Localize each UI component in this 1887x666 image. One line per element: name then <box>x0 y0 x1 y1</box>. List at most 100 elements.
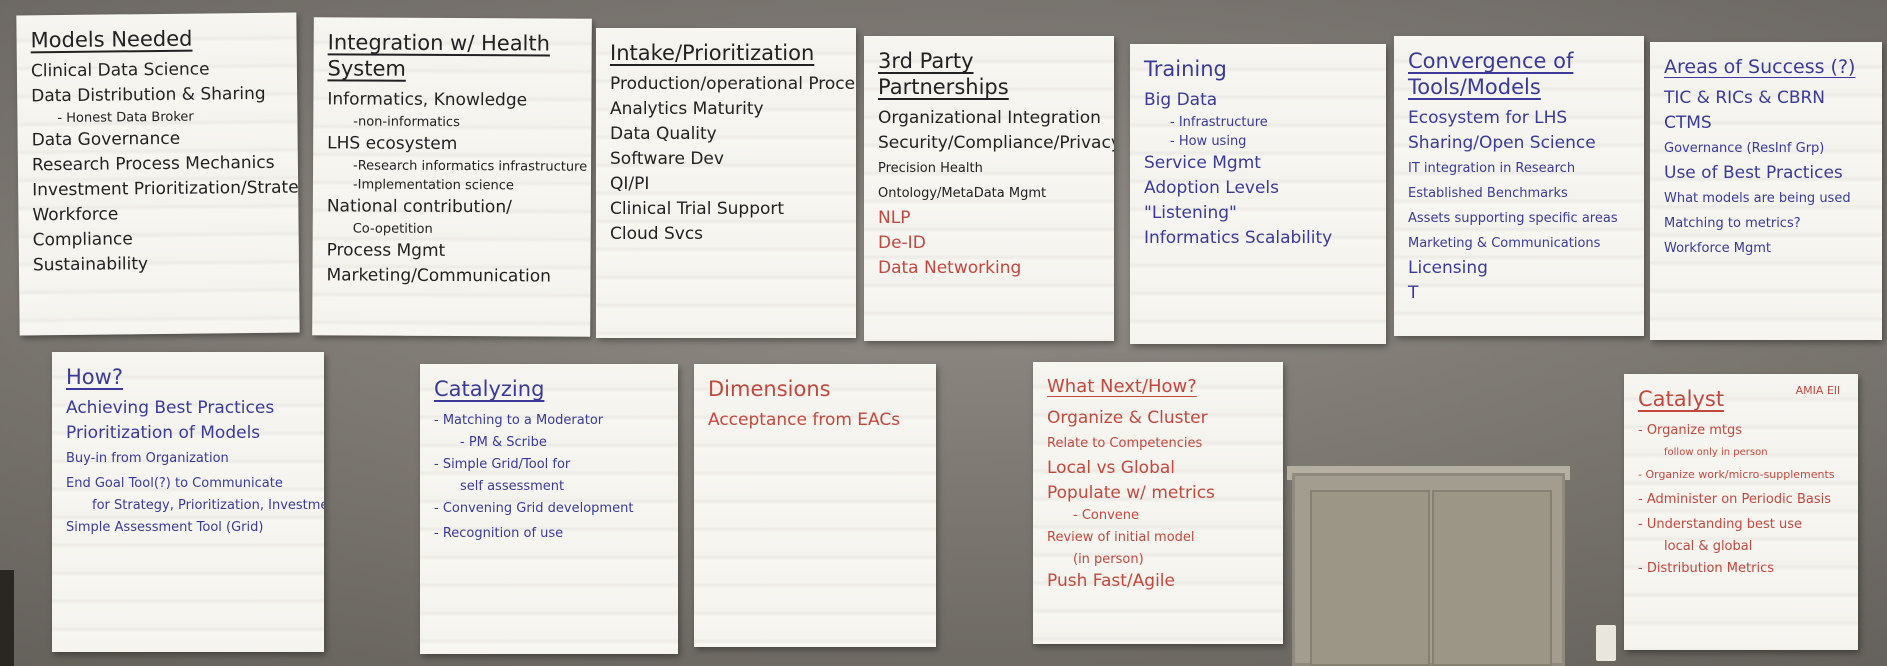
list-item: Prioritization of Models <box>66 423 261 443</box>
list-item: Production/operational Processes <box>610 74 856 94</box>
list-item: -Implementation science <box>352 177 514 194</box>
list-item: Process Mgmt <box>326 240 446 261</box>
cabinet-door-left <box>1310 490 1430 666</box>
list-item: T <box>1408 283 1419 303</box>
list-item: self assessment <box>460 479 565 494</box>
list-item: TIC & RICs & CBRN <box>1664 88 1826 108</box>
list-item: - Infrastructure <box>1170 115 1268 130</box>
sheet-dimensions: Dimensions Acceptance from EACs <box>694 364 936 647</box>
sheet-title: 3rd Party Partnerships <box>878 49 1009 99</box>
list-item: Adoption Levels <box>1144 178 1280 198</box>
corner-note: AMIA Ell <box>1795 384 1840 397</box>
list-item: Review of initial model <box>1047 530 1195 545</box>
sheet-title: Catalyst <box>1638 387 1725 411</box>
list-item: Clinical Trial Support <box>610 199 785 219</box>
list-item: Research Process Mechanics <box>31 152 275 176</box>
sheet-areas-of-success: Areas of Success (?) TIC & RICs & CBRN C… <box>1650 42 1882 340</box>
sheet-title: Intake/Prioritization <box>610 41 815 65</box>
list-item: Co-opetition <box>352 221 433 237</box>
item-list: - Matching to a Moderator - PM & Scribe … <box>434 408 664 546</box>
sheet-convergence: Convergence of Tools/Models Ecosystem fo… <box>1394 36 1644 336</box>
list-item: Informatics, Knowledge <box>327 89 528 111</box>
list-item: - Understanding best use <box>1638 517 1802 532</box>
list-item: Data Distribution & Sharing <box>31 83 266 107</box>
list-item: Sustainability <box>32 254 149 276</box>
item-list: Production/operational Processes Analyti… <box>610 72 856 247</box>
sheet-integration: Integration w/ Health System Informatics… <box>312 17 592 337</box>
list-item: Security/Compliance/Privacy <box>878 133 1114 153</box>
item-list: Big Data - Infrastructure - How using Se… <box>1144 88 1372 251</box>
item-list: Organizational Integration Security/Comp… <box>878 106 1114 281</box>
list-item: NLP <box>878 208 911 228</box>
item-list: Informatics, Knowledge -non-informatics … <box>326 87 587 289</box>
list-item: - Convene <box>1073 508 1140 523</box>
list-item: Service Mgmt <box>1144 153 1261 173</box>
list-item: Marketing/Communication <box>326 265 551 287</box>
list-item: Assets supporting specific areas <box>1408 211 1618 226</box>
list-item: follow only in person <box>1664 447 1768 458</box>
sheet-title: Catalyzing <box>434 377 545 401</box>
list-item: Analytics Maturity <box>610 99 764 119</box>
list-item: - Honest Data Broker <box>57 109 194 127</box>
list-item: for Strategy, Prioritization, Investment <box>92 498 324 513</box>
list-item: "Listening" <box>1144 203 1237 223</box>
item-list: Clinical Data Science Data Distribution … <box>30 57 300 279</box>
wall-outlet <box>1596 625 1616 661</box>
list-item: Use of Best Practices <box>1664 163 1843 183</box>
list-item: Clinical Data Science <box>30 59 210 82</box>
list-item: - Organize work/micro-supplements <box>1638 468 1835 481</box>
list-item: Push Fast/Agile <box>1047 571 1175 591</box>
list-item: Local vs Global <box>1047 458 1176 478</box>
list-item: - Matching to a Moderator <box>434 413 604 428</box>
list-item: Ontology/MetaData Mgmt <box>878 186 1047 201</box>
list-item: Precision Health <box>878 161 983 176</box>
item-list: - Organize mtgs follow only in person - … <box>1638 418 1844 581</box>
list-item: Investment Prioritization/Strategy <box>32 177 300 201</box>
sheet-third-party: 3rd Party Partnerships Organizational In… <box>864 36 1114 341</box>
item-list: Ecosystem for LHS Sharing/Open Science I… <box>1408 106 1630 306</box>
list-item: Workforce <box>32 204 119 226</box>
list-item: Simple Assessment Tool (Grid) <box>66 520 264 535</box>
list-item: Buy-in from Organization <box>66 451 229 466</box>
sheet-title: Integration w/ Health System <box>327 30 551 81</box>
sheet-title: Dimensions <box>708 377 831 401</box>
list-item: Workforce Mgmt <box>1664 241 1772 256</box>
list-item: Established Benchmarks <box>1408 186 1568 201</box>
list-item: local & global <box>1664 539 1753 554</box>
sheet-title: Models Needed <box>30 26 193 53</box>
list-item: LHS ecosystem <box>327 133 458 155</box>
list-item: (in person) <box>1073 552 1144 567</box>
sheet-how: How? Achieving Best Practices Prioritiza… <box>52 352 324 652</box>
list-item: Marketing & Communications <box>1408 236 1601 251</box>
list-item: Data Governance <box>31 128 181 151</box>
item-list: Acceptance from EACs <box>708 408 922 433</box>
list-item: - Recognition of use <box>434 526 564 541</box>
sheet-intake: Intake/Prioritization Production/operati… <box>596 28 856 338</box>
list-item: Relate to Competencies <box>1047 436 1203 451</box>
sheet-title: How? <box>66 365 123 389</box>
sheet-training: Training Big Data - Infrastructure - How… <box>1130 44 1386 344</box>
item-list: Organize & Cluster Relate to Competencie… <box>1047 406 1269 594</box>
list-item: Organize & Cluster <box>1047 408 1208 428</box>
sheet-catalyst: Catalyst AMIA Ell - Organize mtgs follow… <box>1624 374 1858 650</box>
list-item: Sharing/Open Science <box>1408 133 1596 153</box>
list-item: - How using <box>1170 134 1247 149</box>
cabinet-door-right <box>1432 490 1552 666</box>
list-item: IT integration in Research <box>1408 161 1576 176</box>
sheet-title: What Next/How? <box>1047 376 1197 397</box>
list-item: Populate w/ metrics <box>1047 483 1215 503</box>
list-item: Informatics Scalability <box>1144 228 1333 248</box>
list-item: Ecosystem for LHS <box>1408 108 1568 128</box>
sheet-title: Training <box>1144 57 1227 81</box>
list-item: Data Networking <box>878 258 1022 278</box>
list-item: Achieving Best Practices <box>66 398 275 418</box>
list-item: Big Data <box>1144 90 1218 110</box>
list-item: - Simple Grid/Tool for <box>434 457 571 472</box>
sheet-title: Convergence of Tools/Models <box>1408 49 1574 99</box>
list-item: De-ID <box>878 233 926 253</box>
list-item: - Distribution Metrics <box>1638 561 1774 576</box>
sheet-title: Areas of Success (?) <box>1664 56 1856 78</box>
list-item: Governance (ResInf Grp) <box>1664 141 1825 156</box>
list-item: Licensing <box>1408 258 1488 278</box>
list-item: National contribution/ <box>326 196 512 218</box>
